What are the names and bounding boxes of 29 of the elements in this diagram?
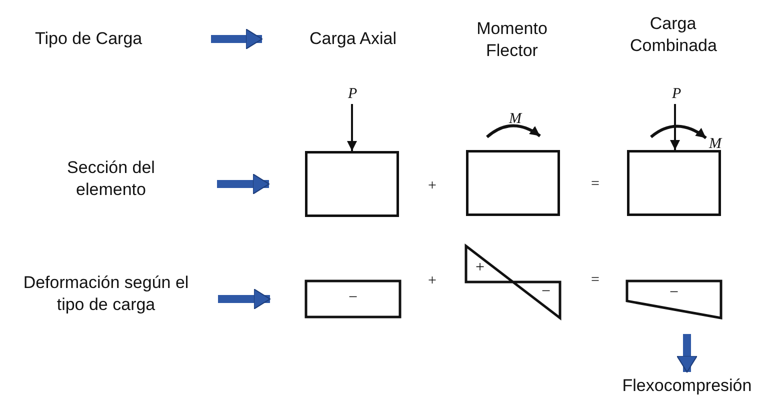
operator-sign: = bbox=[591, 176, 600, 192]
operator-sign: + bbox=[428, 273, 436, 289]
row-heading: Sección del elemento bbox=[50, 156, 172, 202]
block-arrow bbox=[676, 334, 698, 372]
operator-sign: + bbox=[428, 178, 436, 194]
block-arrow bbox=[217, 174, 270, 194]
sign-label: + bbox=[474, 260, 486, 276]
result-label: Flexocompresión bbox=[612, 374, 762, 398]
sign-label: − bbox=[347, 290, 359, 306]
column-heading: Momento Flector bbox=[470, 17, 554, 63]
column-heading: Tipo de Carga bbox=[35, 27, 197, 51]
row-heading: Deformación según el tipo de carga bbox=[8, 271, 204, 317]
column-heading: Carga Axial bbox=[298, 27, 408, 51]
cross-section-rectangle bbox=[466, 150, 560, 216]
block-arrow bbox=[211, 28, 262, 50]
operator-sign: = bbox=[591, 272, 600, 288]
sign-label: − bbox=[540, 284, 552, 300]
stress-diagram bbox=[627, 281, 721, 318]
stress-diagram bbox=[466, 246, 560, 318]
sign-label: − bbox=[668, 285, 680, 301]
block-arrow bbox=[218, 288, 270, 310]
load-symbol: P bbox=[348, 86, 358, 102]
stress-diagram bbox=[306, 281, 400, 317]
cross-section-rectangle bbox=[627, 150, 721, 216]
cross-section-rectangle bbox=[305, 151, 399, 217]
load-symbol: M bbox=[709, 136, 722, 152]
load-symbol: P bbox=[672, 86, 682, 102]
load-symbol: M bbox=[509, 111, 522, 127]
column-heading: Carga Combinada bbox=[630, 12, 716, 58]
